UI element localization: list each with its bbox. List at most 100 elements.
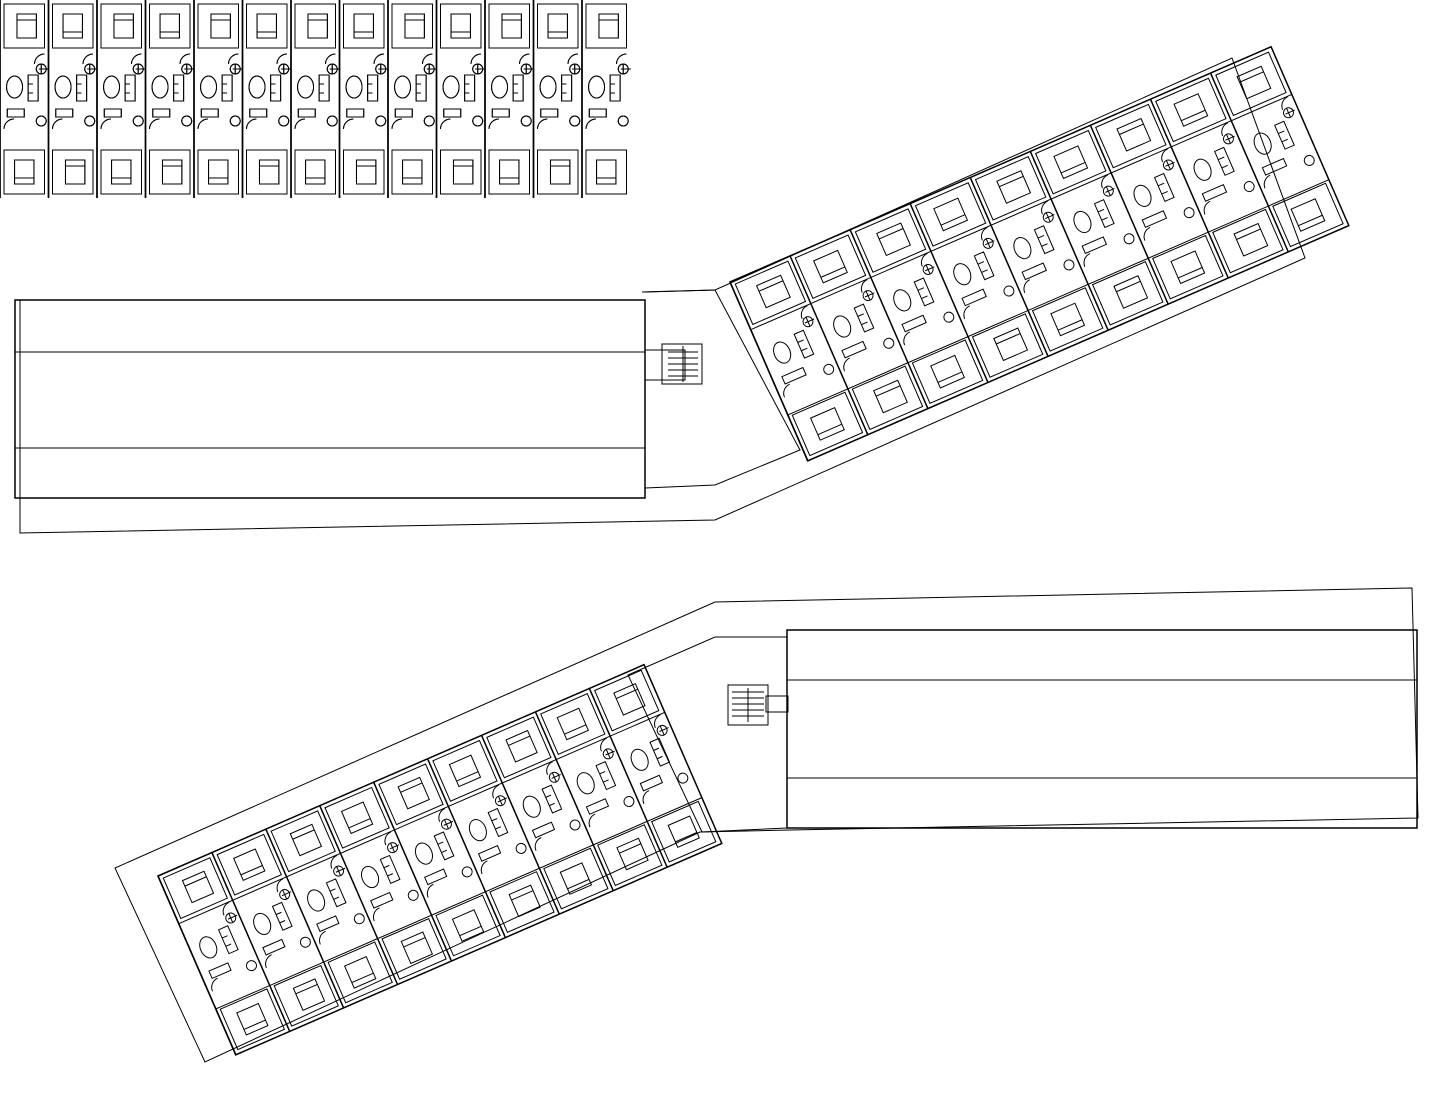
bedroom (247, 4, 288, 48)
bedroom (4, 4, 45, 48)
dining-table-icon (250, 911, 273, 938)
pillow-line (616, 689, 638, 698)
bedroom (198, 150, 239, 194)
bed-icon (500, 160, 519, 184)
apartment-unit (97, 0, 146, 198)
bedroom (795, 235, 865, 298)
door-swing-icon (489, 119, 499, 129)
bedroom (328, 942, 392, 1003)
bed-icon (1237, 66, 1271, 98)
sofa-cushion (495, 827, 500, 829)
apartment-unit (388, 0, 437, 198)
door-swing-icon (1099, 175, 1112, 188)
bed-icon (112, 160, 131, 184)
party-wall (320, 806, 398, 985)
plant-icon (1243, 180, 1256, 193)
door-swing-icon (247, 119, 257, 129)
door-swing-icon (274, 879, 287, 892)
plant-leaves (1163, 158, 1176, 171)
door-swing-icon (180, 54, 190, 64)
bed-icon (614, 684, 645, 715)
plant-leaves (233, 64, 243, 74)
kitchen-counter (962, 289, 986, 305)
sofa-cushion (801, 348, 807, 351)
bed-icon (209, 160, 228, 184)
sofa-cushion (603, 780, 608, 782)
kitchen-counter (317, 916, 339, 932)
apartment-unit (850, 205, 985, 409)
kitchen-counter (395, 109, 412, 117)
bedroom (150, 150, 191, 194)
bedroom (101, 150, 142, 194)
kitchen-counter (201, 109, 218, 117)
apartment-unit (582, 0, 631, 198)
sofa-icon (28, 75, 38, 101)
bed-icon (668, 816, 699, 847)
plant-icon (299, 936, 312, 949)
dining-table-icon (7, 76, 23, 98)
bedroom (217, 834, 281, 895)
door-swing-icon (901, 332, 914, 345)
sofa-cushion (1102, 218, 1108, 221)
door-swing-icon (478, 861, 491, 874)
lower-site-outline (115, 588, 1418, 1062)
dining-table-icon (574, 770, 597, 797)
upper-left-units (0, 0, 631, 198)
bed-icon (405, 14, 424, 38)
kitchen-counter (541, 109, 558, 117)
door-swing-icon (1038, 201, 1051, 214)
bedroom (652, 801, 716, 862)
party-wall (589, 688, 667, 867)
plant-leaves (572, 64, 582, 74)
upper-right-wing (730, 47, 1349, 461)
sofa-icon (914, 278, 934, 306)
sofa-icon (222, 75, 232, 101)
sofa-cushion (657, 756, 662, 758)
party-wall (1090, 125, 1168, 304)
bed-icon (114, 14, 133, 38)
bedroom (53, 4, 94, 48)
bedroom (392, 4, 433, 48)
door-swing-icon (1261, 175, 1274, 188)
sofa-cushion (600, 772, 605, 774)
plant-icon (568, 818, 581, 831)
bed-icon (1117, 119, 1151, 151)
door-swing-icon (229, 54, 239, 64)
dining-table-icon (628, 747, 651, 774)
bedroom (433, 741, 497, 802)
door-swing-icon (490, 785, 503, 798)
plant-leaves (803, 314, 816, 327)
sofa-icon (271, 75, 281, 101)
pillow-line (1236, 229, 1260, 239)
pillow-line (460, 926, 482, 935)
sofa-icon (610, 75, 620, 101)
bedroom (247, 150, 288, 194)
pillow-line (293, 830, 315, 839)
upper-site-outline (20, 58, 1305, 533)
apartment-unit (1150, 74, 1285, 278)
party-wall (910, 204, 988, 383)
pillow-line (941, 215, 965, 225)
bedroom (4, 150, 45, 194)
bedroom (544, 848, 608, 909)
party-wall (850, 230, 928, 409)
sofa-icon (1034, 226, 1054, 254)
bed-icon (293, 979, 324, 1010)
pillow-line (1119, 124, 1143, 134)
plant-icon (622, 795, 635, 808)
sofa-cushion (1158, 183, 1164, 186)
sofa-icon (610, 75, 620, 101)
plant-leaves (280, 887, 293, 900)
dining-table-icon (104, 76, 120, 98)
sofa-cushion (334, 897, 339, 899)
bed-icon (257, 14, 276, 38)
bedroom (792, 392, 862, 455)
apartment-unit (1211, 48, 1346, 252)
plant-leaves (496, 793, 509, 806)
door-swing-icon (538, 119, 548, 129)
kitchen-counter (104, 109, 121, 117)
sofa-icon (174, 75, 184, 101)
plant-leaves (281, 64, 291, 74)
bedroom (538, 150, 579, 194)
bed-icon (1234, 224, 1268, 256)
